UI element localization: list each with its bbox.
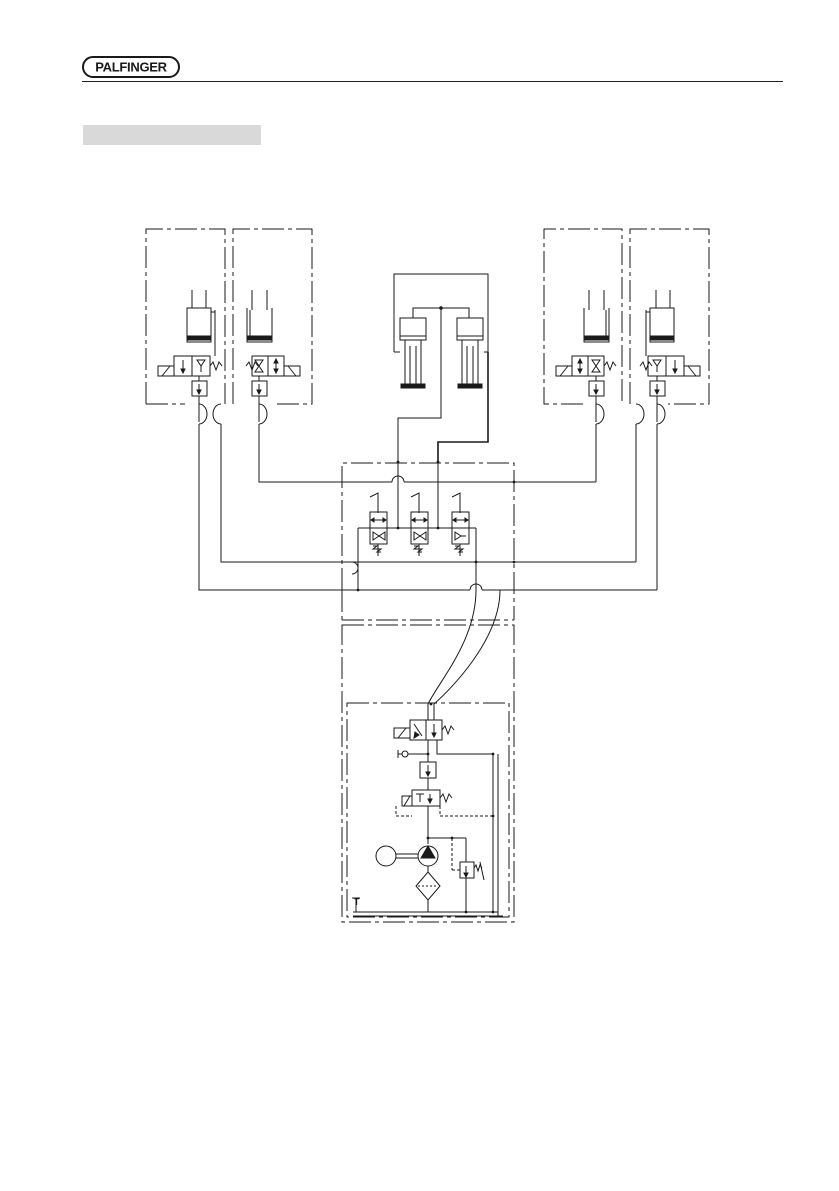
valve-right-inner [556, 356, 616, 422]
supply-hoses [428, 590, 500, 704]
pressure-valve [396, 790, 493, 816]
control-valve-1 [370, 493, 387, 552]
main-valve [394, 704, 493, 912]
junction-dots [357, 461, 516, 592]
module-right-inner [544, 229, 622, 404]
control-block-ports [358, 462, 476, 590]
check-valve [420, 762, 436, 790]
control-valve-2 [411, 493, 428, 552]
valve-right-outer [640, 356, 700, 422]
hose-crossings-top [199, 404, 665, 424]
pressure-gauge-port [398, 740, 428, 762]
control-valve-3 [452, 493, 469, 552]
cylinder-right-inner [584, 290, 609, 342]
valve-left-inner [246, 356, 300, 422]
cylinder-left-outer [187, 290, 215, 356]
tank-symbol: T [354, 897, 360, 907]
relief-valve [452, 838, 484, 912]
cylinder-right-outer [646, 290, 674, 356]
valve-left-outer [158, 356, 222, 422]
hose-lines [199, 424, 657, 590]
module-left-outer [146, 229, 225, 404]
cylinder-left-inner [247, 290, 272, 342]
